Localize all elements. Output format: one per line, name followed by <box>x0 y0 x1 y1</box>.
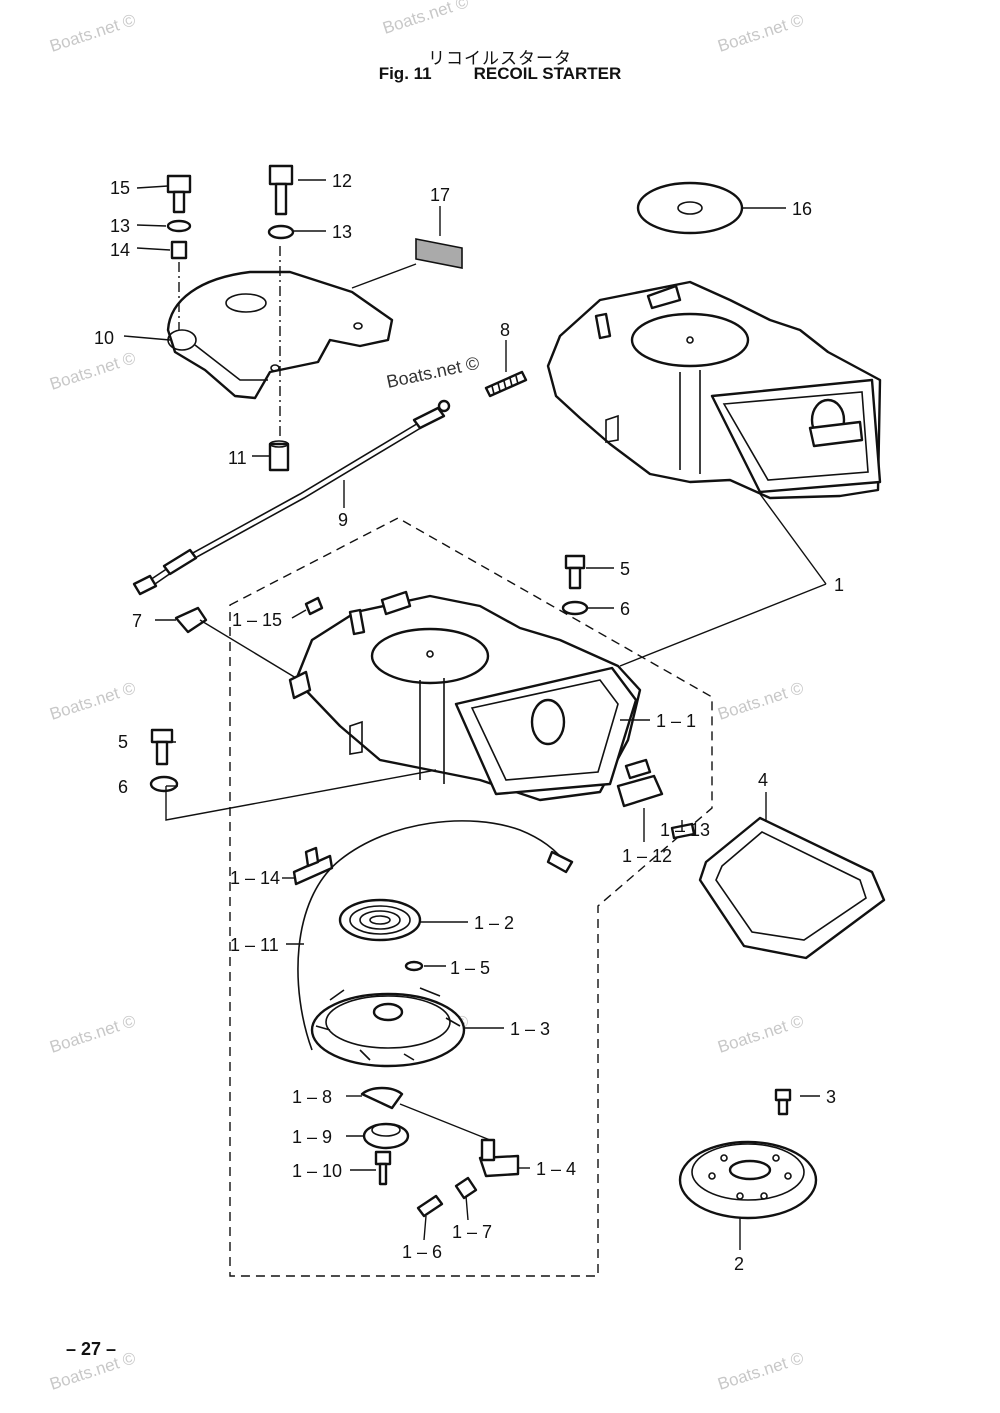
callout-15: 15 <box>110 178 130 198</box>
part-1-6-spring <box>416 1194 444 1218</box>
callout-1-4: 1 – 4 <box>536 1159 576 1179</box>
callout-labels: 15 13 14 10 12 13 17 16 8 11 9 1 5 6 7 1… <box>94 171 844 1274</box>
callout-1-12: 1 – 12 <box>622 846 672 866</box>
part-1-12-handle <box>616 758 664 808</box>
callout-3: 3 <box>826 1087 836 1107</box>
callout-4: 4 <box>758 770 768 790</box>
part-1-2-recoil-spring <box>338 898 422 942</box>
part-13-washer <box>166 219 192 233</box>
watermark: Boats.net © <box>47 348 138 394</box>
part-1-8-plate <box>360 1086 404 1110</box>
callout-12: 12 <box>332 171 352 191</box>
part-7-clamp <box>174 606 208 634</box>
callout-1-9: 1 – 9 <box>292 1127 332 1147</box>
callout-1-5: 1 – 5 <box>450 958 490 978</box>
callout-1: 1 <box>834 575 844 595</box>
callout-8: 8 <box>500 320 510 340</box>
part-1-10-bolt <box>374 1150 392 1186</box>
leader-lines <box>123 179 827 1250</box>
part-1-1-starter-case <box>288 590 642 802</box>
callout-7: 7 <box>132 611 142 631</box>
watermark: Boats.net © <box>380 0 471 38</box>
callout-1-13: 1 – 13 <box>660 820 710 840</box>
figure-number: Fig. 11 <box>378 64 432 83</box>
callout-5: 5 <box>620 559 630 579</box>
watermark: Boats.net © <box>715 10 806 56</box>
page-number: – 27 – <box>66 1339 117 1359</box>
watermark: Boats.net © <box>47 10 138 56</box>
callout-1-2: 1 – 2 <box>474 913 514 933</box>
watermark-center: Boats.net © <box>385 353 481 392</box>
watermark: Boats.net © <box>47 678 138 724</box>
page-title-japanese: リコイルスタータ <box>428 49 572 69</box>
watermark: Boats.net © <box>47 1011 138 1057</box>
assembly-boundary <box>229 517 713 1277</box>
part-1-15-spring <box>304 596 324 616</box>
callout-1-3: 1 – 3 <box>510 1019 550 1039</box>
callout-13: 13 <box>332 222 352 242</box>
callout-10: 10 <box>94 328 114 348</box>
part-9-cable <box>132 399 451 596</box>
page-title: Fig. 11 RECOIL STARTER <box>0 64 1000 84</box>
callout-1-10: 1 – 10 <box>292 1161 342 1181</box>
part-1-9-friction-plate <box>362 1122 410 1150</box>
callout-1-1: 1 – 1 <box>656 711 696 731</box>
callout-17: 17 <box>430 185 450 205</box>
part-1-7-spring <box>454 1176 478 1200</box>
figure-title: RECOIL STARTER <box>473 64 622 83</box>
part-2-base <box>678 1140 818 1220</box>
part-1-11-rope <box>297 820 574 1051</box>
watermark: Boats.net © <box>715 678 806 724</box>
callout-6: 6 <box>118 777 128 797</box>
part-1-4-ratchet <box>478 1138 520 1178</box>
part-1-3-reel <box>310 987 466 1068</box>
callout-5: 5 <box>118 732 128 752</box>
callout-1-7: 1 – 7 <box>452 1222 492 1242</box>
part-13-washer <box>267 224 295 240</box>
callout-1-14: 1 – 14 <box>230 868 280 888</box>
part-1-5-clip <box>404 960 424 972</box>
part-5-bolt <box>150 728 174 766</box>
part-11-collar <box>268 440 290 472</box>
part-1-starter-assembly <box>546 280 882 500</box>
part-6-washer <box>149 775 179 793</box>
callout-1-11: 1 – 11 <box>230 935 279 955</box>
part-14-collar <box>170 240 188 260</box>
part-15-bolt <box>166 174 192 214</box>
callout-1-8: 1 – 8 <box>292 1087 332 1107</box>
part-17-label <box>415 238 463 269</box>
callout-14: 14 <box>110 240 130 260</box>
part-4-gasket <box>698 816 886 960</box>
part-3-screw <box>774 1088 792 1116</box>
callout-1-15: 1 – 15 <box>232 610 282 630</box>
part-12-bolt <box>268 164 294 216</box>
callout-2: 2 <box>734 1254 744 1274</box>
callout-6: 6 <box>620 599 630 619</box>
callout-11: 11 <box>228 448 247 468</box>
part-5-bolt <box>564 554 586 590</box>
part-1-13-insert <box>670 822 696 840</box>
part-1-14-guide <box>292 846 334 886</box>
part-8-spring <box>484 370 528 398</box>
callout-9: 9 <box>338 510 348 530</box>
callout-1-6: 1 – 6 <box>402 1242 442 1262</box>
watermark: Boats.net © <box>715 1348 806 1394</box>
watermark: Boats.net © <box>715 1011 806 1057</box>
part-16-decal-disc <box>636 181 744 235</box>
callout-13: 13 <box>110 216 130 236</box>
part-6-washer <box>561 600 589 616</box>
callout-16: 16 <box>792 199 812 219</box>
